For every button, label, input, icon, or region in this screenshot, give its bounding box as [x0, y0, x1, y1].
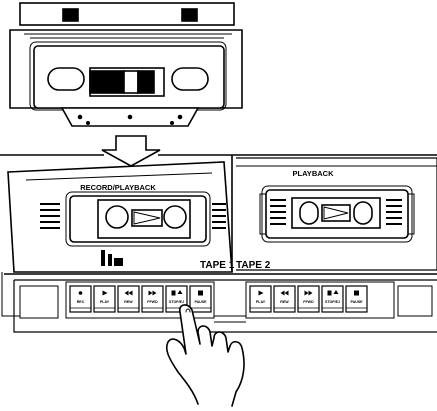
deck2-grille-right — [386, 199, 402, 225]
play-button[interactable]: PLAY — [249, 285, 272, 313]
pause-button[interactable]: PAUSE — [189, 285, 212, 313]
button-label: STOP/EJ — [325, 300, 340, 304]
tape2-label: TAPE 2 — [236, 260, 271, 271]
button-label: REC — [77, 300, 85, 304]
play-icon — [258, 290, 264, 296]
cassette-reel-right — [171, 67, 209, 91]
tape2-button-group: PLAY REW FFWD STOP/EJ PAUSE — [249, 285, 368, 313]
fast-forward-icon — [148, 290, 157, 296]
button-label: PAUSE — [350, 300, 363, 304]
deck2-reel-right — [353, 201, 373, 225]
stop-eject-icon — [171, 290, 183, 296]
ffwd-button[interactable]: FFWD — [297, 285, 320, 313]
cassette-tab-left — [62, 8, 79, 22]
rewind-icon — [124, 290, 133, 296]
deck1-title: RECORD/PLAYBACK — [80, 183, 156, 192]
stop-ej-button[interactable]: STOP/EJ — [321, 285, 344, 313]
deck1-grille-right — [212, 203, 226, 229]
button-label: REW — [124, 300, 133, 304]
button-label: PLAY — [256, 300, 266, 304]
deck1-reel-right — [163, 205, 187, 229]
rew-button[interactable]: REW — [117, 285, 140, 313]
cassette — [9, 2, 243, 127]
deck2-title: PLAYBACK — [293, 169, 335, 178]
button-label: PLAY — [100, 300, 110, 304]
button-label: REW — [280, 300, 289, 304]
deck-housing — [0, 154, 437, 272]
tape1-label: TAPE 1 — [200, 260, 235, 271]
deck2-reel-left — [299, 201, 319, 225]
cassette-tab-right — [181, 8, 198, 22]
button-label: FFWD — [303, 300, 314, 304]
ffwd-button[interactable]: FFWD — [141, 285, 164, 313]
button-label: STOP/EJ — [169, 300, 184, 304]
rec-button[interactable]: REC — [69, 285, 92, 313]
pause-icon — [354, 290, 359, 296]
deck1-grille-left — [40, 203, 60, 229]
button-label: PAUSE — [194, 300, 207, 304]
button-panel — [1, 272, 437, 333]
rewind-icon — [280, 290, 289, 296]
logo-mark — [101, 250, 123, 266]
pause-button[interactable]: PAUSE — [345, 285, 368, 313]
deck2 — [259, 185, 415, 243]
stop-eject-icon — [327, 290, 339, 296]
play-icon — [102, 290, 108, 296]
deck1 — [7, 161, 233, 273]
rew-button[interactable]: REW — [273, 285, 296, 313]
deck2-grille-left — [270, 199, 286, 225]
fast-forward-icon — [304, 290, 313, 296]
button-label: FFWD — [147, 300, 158, 304]
insert-arrow — [101, 135, 161, 167]
hand-pressing-button — [165, 304, 245, 407]
deck1-reel-left — [105, 205, 129, 229]
play-button[interactable]: PLAY — [93, 285, 116, 313]
record-dot-icon — [78, 291, 83, 295]
cassette-reel-left — [47, 67, 85, 91]
pause-icon — [198, 290, 203, 296]
